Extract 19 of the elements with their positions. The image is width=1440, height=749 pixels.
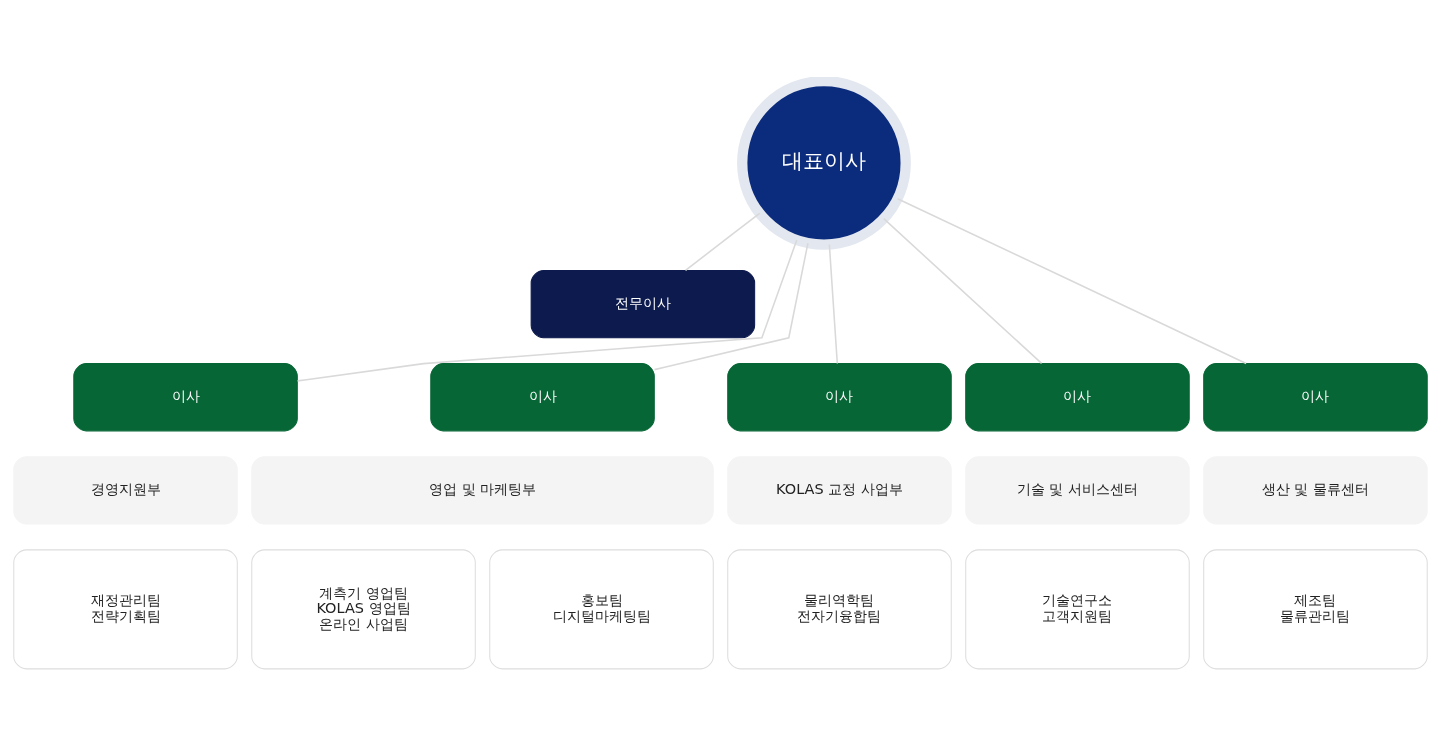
connector [882,217,1042,364]
node-box: 이사 [429,362,655,431]
node-box: 물리역학팀 전자기융합팀 [726,548,952,669]
node-box: 제조팀 물류관리팀 [1202,548,1428,669]
connector [684,212,760,271]
connector [828,243,838,364]
node-box: 이사 [964,362,1190,431]
node-box: 이사 [726,362,952,431]
node-box: 홍보팀 디지털마케팅팀 [488,548,714,669]
node-box: 이사 [1202,362,1428,431]
node-box: 전무이사 [530,269,755,338]
connector [653,241,809,370]
node-box: 이사 [72,362,298,431]
connector [296,238,797,382]
node-box: 계측기 영업팀 KOLAS 영업팀 온라인 사업팀 [250,548,476,669]
connector [896,197,1247,364]
node-box: 재정관리팀 전략기획팀 [12,548,238,669]
node-circle: 대표이사 [736,76,911,250]
node-box: 기술연구소 고객지원팀 [964,548,1190,669]
